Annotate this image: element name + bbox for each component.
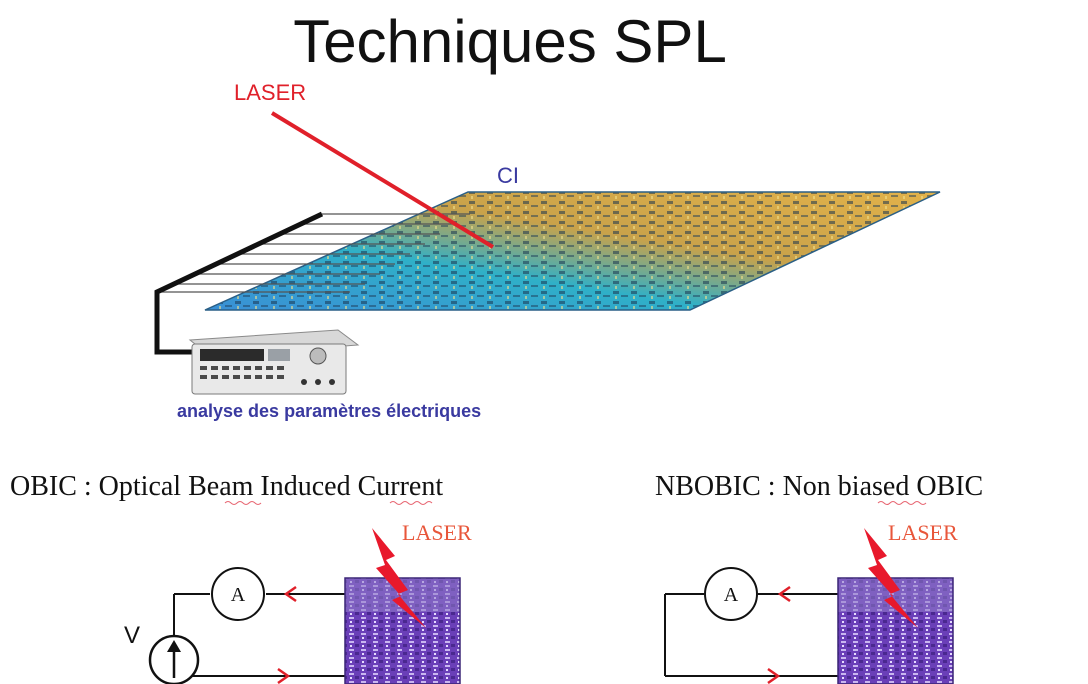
nbobic-circuit	[664, 593, 838, 677]
obic-heading: OBIC : Optical Beam Induced Current	[10, 471, 443, 502]
obic-ic-die	[344, 577, 461, 684]
obic-laser-label: LASER	[402, 520, 472, 545]
obic-voltage-source: V	[124, 622, 200, 684]
nbobic-laser-bolt-icon	[864, 528, 918, 628]
instrument-caption: analyse des paramètres électriques	[177, 401, 481, 421]
ci-chip-circuitry	[205, 192, 940, 310]
obic-ammeter: A	[211, 567, 265, 621]
obic-voltage-label: V	[124, 622, 140, 649]
obic-laser-bolt-icon	[372, 528, 426, 628]
probe-wire-bundle	[160, 213, 470, 293]
slide-title: Techniques SPL	[293, 8, 727, 75]
nbobic-ammeter: A	[704, 567, 758, 621]
laser-beam	[270, 111, 495, 249]
nbobic-heading: NBOBIC : Non biased OBIC	[655, 471, 983, 502]
electrical-analyzer-instrument	[188, 329, 360, 395]
nbobic-ammeter-label: A	[724, 584, 739, 606]
ci-label: CI	[497, 163, 519, 188]
instrument-cable	[154, 211, 324, 355]
ci-chip-illustration	[204, 191, 941, 311]
laser-label: LASER	[234, 80, 306, 105]
obic-current-arrows	[277, 585, 297, 684]
obic-spellcheck-underlines	[224, 501, 433, 505]
nbobic-ic-die	[837, 577, 954, 684]
nbobic-laser-label: LASER	[888, 520, 958, 545]
obic-circuit	[173, 593, 345, 677]
nbobic-spellcheck-underlines	[877, 501, 927, 505]
obic-ammeter-label: A	[231, 584, 246, 606]
nbobic-current-arrows	[767, 585, 791, 684]
